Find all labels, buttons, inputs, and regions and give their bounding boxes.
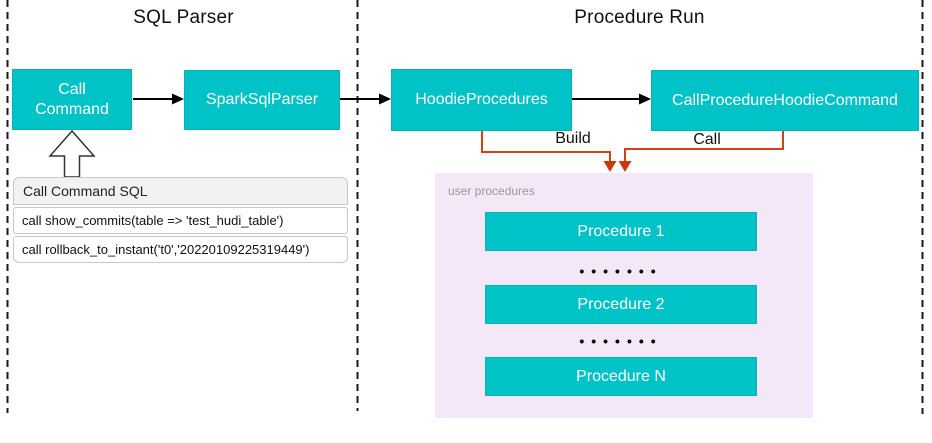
hollow-up-arrow <box>48 129 96 178</box>
sql-parser-section-title: SQL Parser <box>133 7 234 28</box>
node-procedure-n: Procedure N <box>485 357 757 396</box>
node-procedure-2: Procedure 2 <box>485 285 757 324</box>
node-call-procedure-hoodie-command: CallProcedureHoodieCommand <box>651 70 919 131</box>
node-procedure-1: Procedure 1 <box>485 212 757 251</box>
sql-table-header: Call Command SQL <box>13 177 348 205</box>
node-hoodie-procedures: HoodieProcedures <box>391 69 572 131</box>
node-spark-sql-parser: SparkSqlParser <box>184 70 340 130</box>
ellipsis-dots: ••••••• <box>579 263 663 279</box>
arrow-hoodieprocedures-to-callprocedurehoodiecommand <box>572 93 651 105</box>
user-procedures-label: user procedures <box>448 184 535 198</box>
build-connector <box>481 131 617 172</box>
arrow-sparksqlparser-to-hoodieprocedures <box>340 93 391 105</box>
call-connector <box>618 131 784 172</box>
user-procedures-panel: user procedures Procedure 1 ••••••• Proc… <box>435 173 813 418</box>
node-call-command: Call Command <box>12 69 132 130</box>
build-edge-label: Build <box>555 130 591 147</box>
call-command-sql-table: Call Command SQL call show_commits(table… <box>13 177 348 263</box>
arrow-callcommand-to-sparksqlparser <box>133 93 184 105</box>
call-edge-label: Call <box>693 131 721 148</box>
ellipsis-dots: ••••••• <box>579 333 663 349</box>
sql-table-row: call show_commits(table => 'test_hudi_ta… <box>13 207 348 234</box>
sql-table-row: call rollback_to_instant('t0','202201092… <box>13 236 348 263</box>
procedure-run-section-title: Procedure Run <box>574 7 705 28</box>
